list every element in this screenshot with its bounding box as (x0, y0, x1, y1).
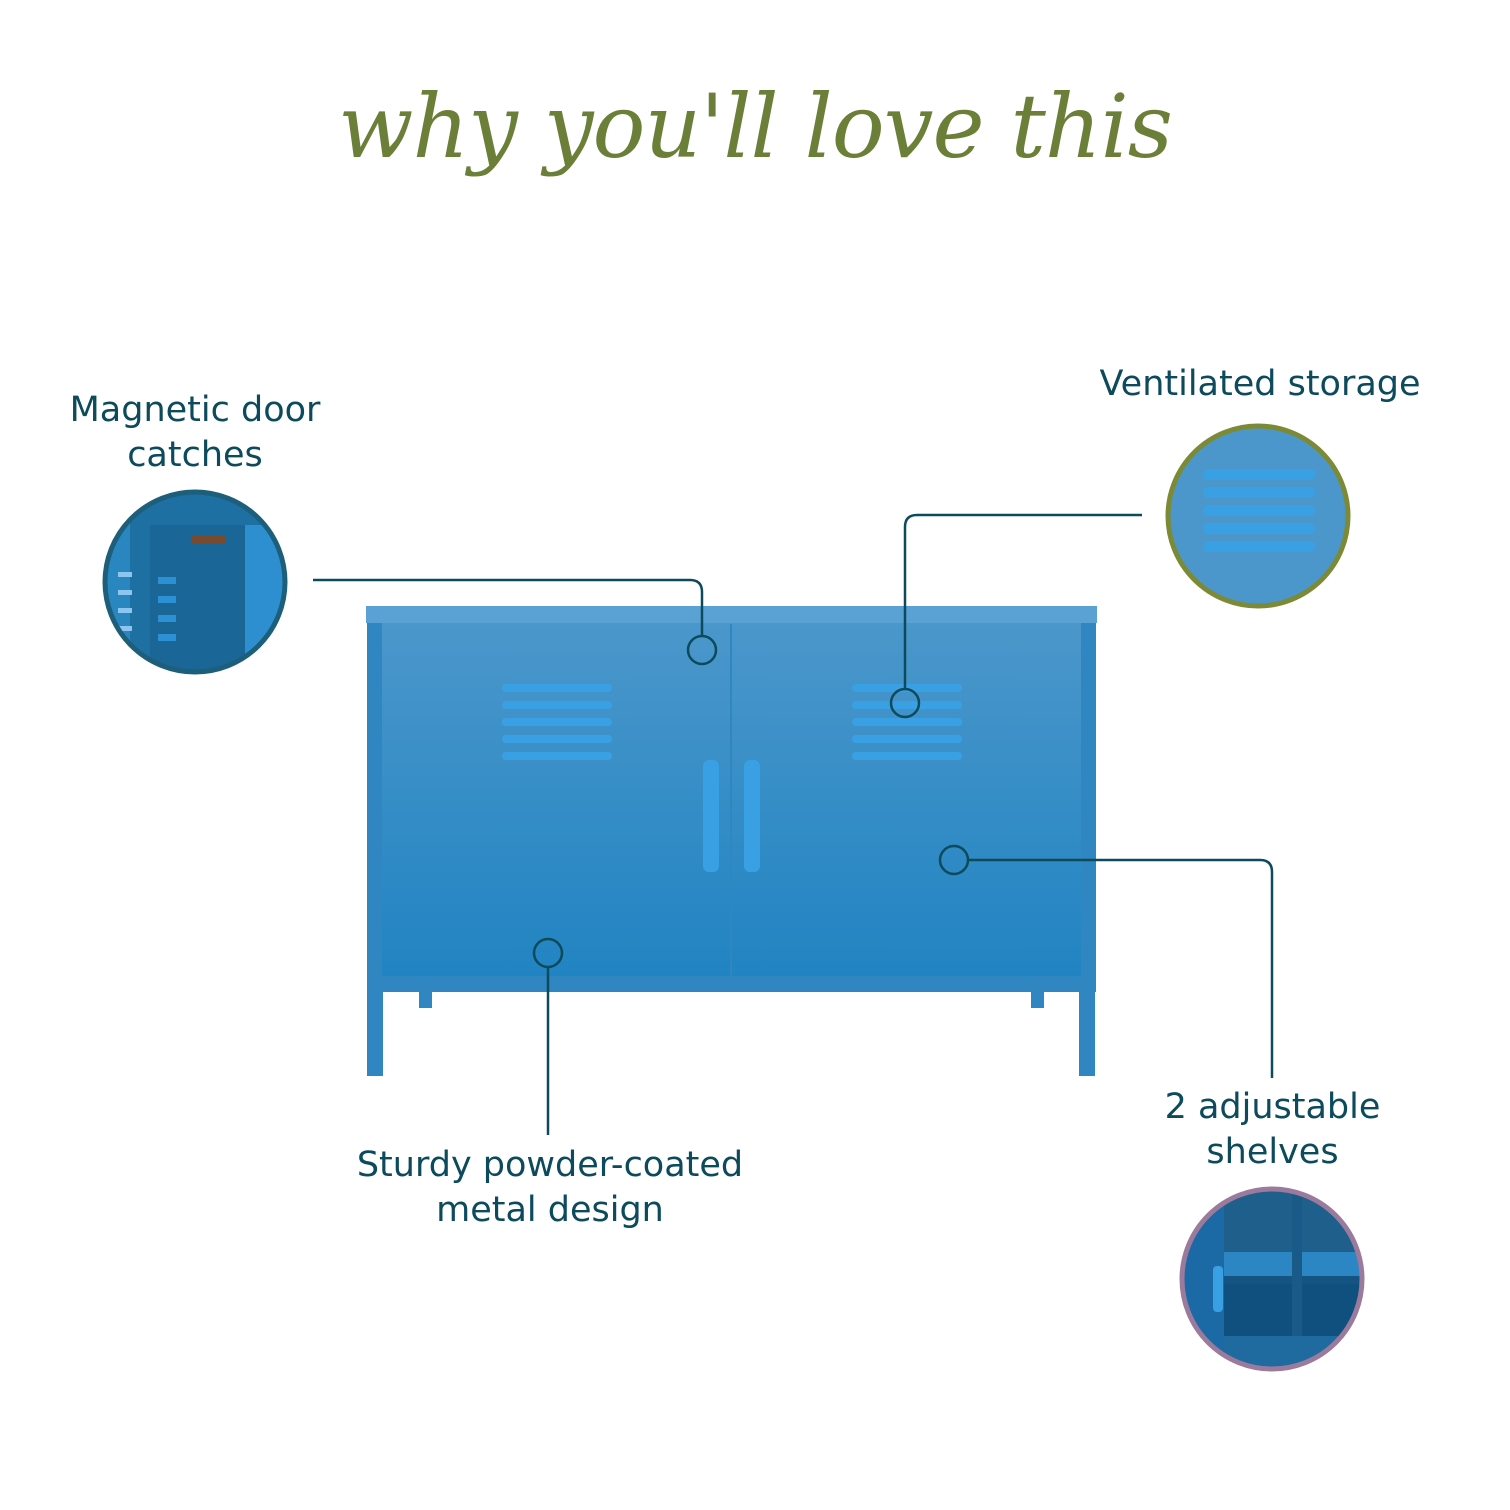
vent-slats-left (502, 684, 612, 760)
door-handle-right (744, 760, 760, 872)
leader-line-magnetic (313, 578, 704, 636)
feature-label-line: Ventilated storage (1099, 364, 1421, 404)
cabinet-leg-back-left (419, 990, 432, 1008)
door-handle-left (703, 760, 719, 872)
cabinet-leg-front-left (367, 990, 383, 1076)
closeup-ring-magnetic (102, 489, 288, 675)
cabinet-bottom-rail (367, 976, 1096, 992)
hotspot-marker-magnetic (686, 634, 718, 666)
cabinet (366, 606, 1097, 1076)
interior-shelves-closeup-icon (1179, 1186, 1365, 1372)
feature-label-shelves: 2 adjustable shelves (1130, 1085, 1415, 1175)
page-title: why you'll love this (338, 75, 1173, 178)
vent-slats-closeup-icon (1165, 423, 1351, 609)
feature-label-magnetic: Magnetic door catches (40, 388, 350, 478)
cabinet-side-right (1081, 623, 1096, 992)
cabinet-top (366, 606, 1097, 623)
feature-label-ventilated: Ventilated storage (1080, 362, 1440, 407)
cabinet-leg-back-right (1031, 990, 1044, 1008)
feature-label-line: metal design (436, 1190, 664, 1230)
feature-label-line: Sturdy powder-coated (356, 1145, 744, 1185)
feature-label-line: shelves (1206, 1132, 1339, 1172)
feature-label-line: 2 adjustable (1164, 1087, 1381, 1127)
hotspot-marker-ventilated (889, 687, 921, 719)
leader-lines (313, 513, 1274, 1135)
cabinet-side-left (367, 623, 382, 992)
feature-label-line: Magnetic door (69, 390, 321, 430)
closeup-ring-shelves (1179, 1186, 1365, 1372)
leader-line-shelves (968, 858, 1274, 1078)
cabinet-leg-front-right (1079, 990, 1095, 1076)
closeup-ring-ventilated (1165, 423, 1351, 609)
hotspot-marker-sturdy (532, 937, 564, 969)
feature-label-sturdy: Sturdy powder-coated metal design (320, 1143, 780, 1233)
feature-label-line: catches (127, 435, 263, 475)
hotspot-marker-shelves (938, 844, 970, 876)
leader-line-ventilated (903, 513, 1142, 690)
door-edge-closeup-icon (102, 489, 288, 675)
